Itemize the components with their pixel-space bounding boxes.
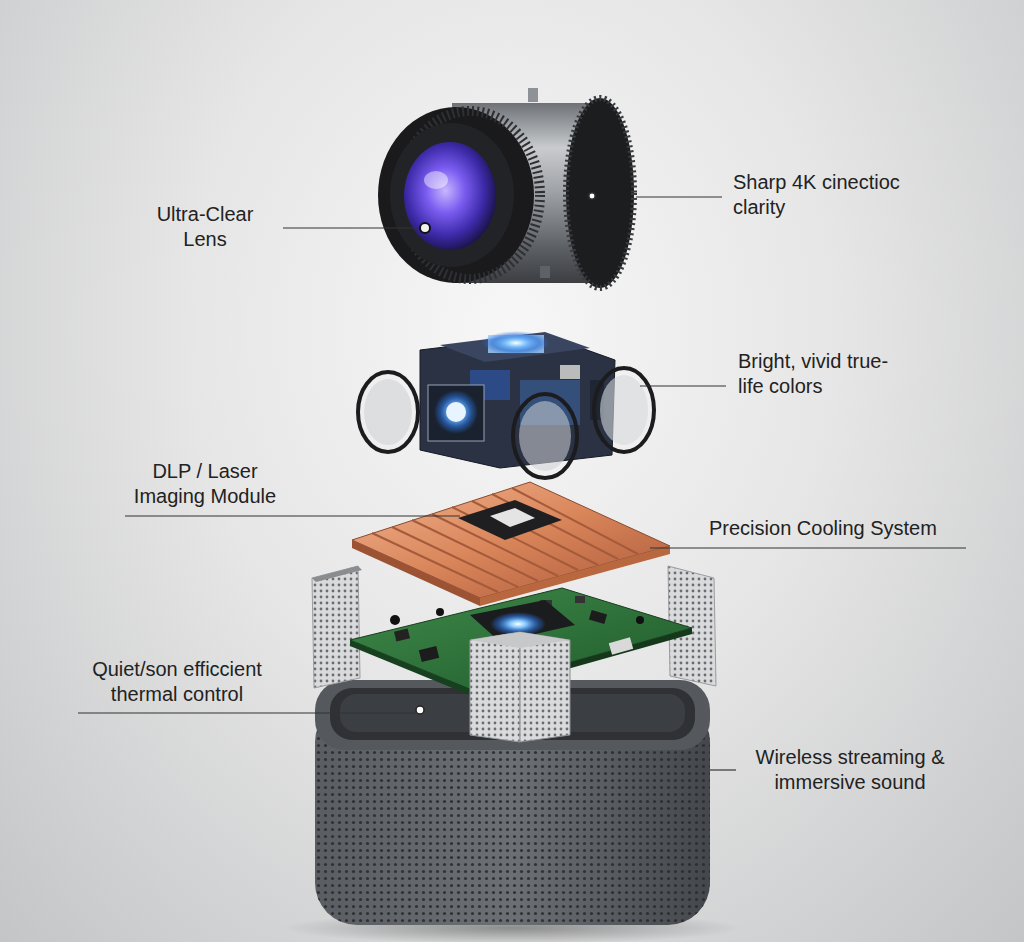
callout-label: Sharp 4K cinectioc clarity: [733, 170, 905, 220]
callout-label: Quiet/son efficcient thermal control: [72, 657, 282, 707]
callout-label: DLP / Laser Imaging Module: [125, 459, 285, 509]
callout-label: Bright, vivid true-life colors: [738, 349, 890, 399]
imaging-module: [358, 331, 654, 478]
callout-label: Wireless streaming & immersive sound: [740, 745, 960, 795]
callout-label: Precision Cooling System: [709, 516, 989, 541]
callout-label: Ultra-Clear Lens: [140, 202, 270, 252]
copper-heatsink: [352, 482, 670, 606]
grille-panel: [470, 632, 570, 742]
lens: [378, 88, 634, 288]
